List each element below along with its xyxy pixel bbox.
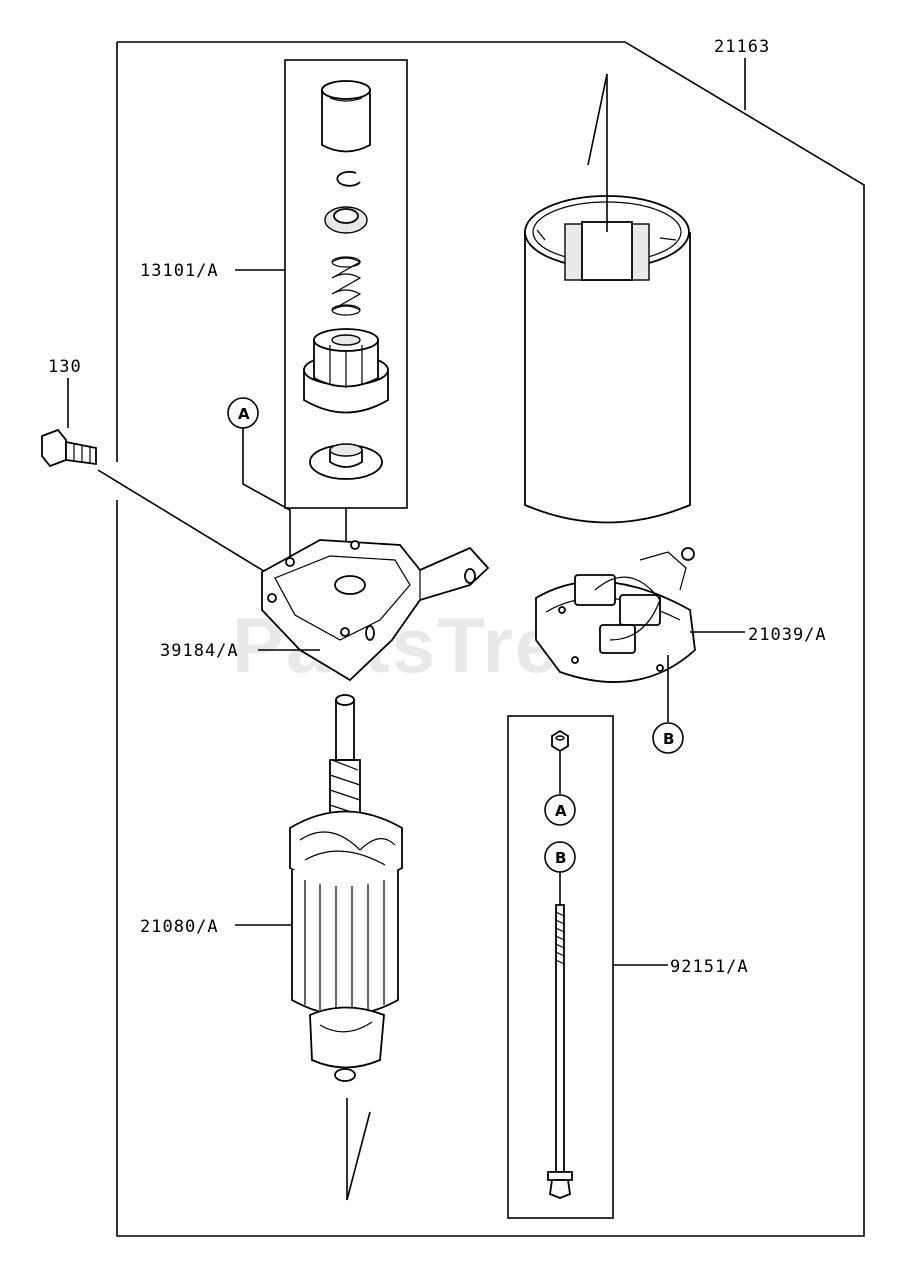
- through-bolt-box: [507, 715, 614, 1219]
- label-pinion-kit: 13101/A: [140, 261, 219, 281]
- spring: [331, 256, 362, 316]
- collar: [324, 206, 368, 234]
- yoke-housing: [524, 195, 691, 524]
- label-armature: 21080/A: [140, 917, 219, 937]
- armature: [289, 694, 403, 1082]
- label-bolt: 130: [48, 357, 82, 377]
- nut: [551, 729, 569, 753]
- label-through-bolt: 92151/A: [670, 957, 749, 977]
- assembly-outline: [116, 41, 865, 1237]
- pinion-gear: [303, 328, 389, 414]
- brush-holder: [535, 547, 696, 683]
- ref-circle-b-right: [652, 722, 684, 754]
- stop-plate: [309, 443, 383, 480]
- pinion-cap: [321, 80, 371, 153]
- ref-circle-a-bottom: [544, 794, 576, 826]
- label-brush-holder: 21039/A: [748, 625, 827, 645]
- ref-a-top: A: [238, 405, 250, 423]
- snap-ring: [336, 170, 361, 187]
- label-assembly: 21163: [714, 37, 770, 57]
- flange-bolt: [41, 428, 97, 468]
- ref-b-bottom: B: [555, 849, 566, 867]
- ref-a-bottom: A: [555, 802, 567, 820]
- label-front-bracket: 39184/A: [160, 641, 239, 661]
- through-bolt: [547, 904, 573, 1199]
- ref-b-right: B: [663, 730, 674, 748]
